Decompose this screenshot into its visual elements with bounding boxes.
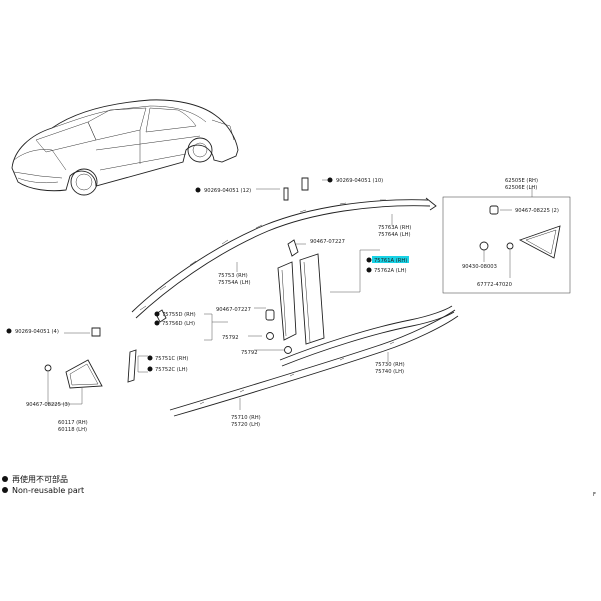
lower-moulding [169, 309, 459, 417]
roof-clips [91, 177, 309, 383]
non-reusable-marker [147, 366, 153, 372]
non-reusable-marker [195, 187, 201, 193]
label-mold-756d: 75756D (LH) [162, 321, 195, 327]
non-reusable-marker [327, 177, 333, 183]
legend-marker [2, 487, 8, 493]
label-792-a: 75792 [222, 335, 239, 341]
label-clip-top-left: 90269-04051 (12) [204, 188, 251, 194]
label-mold-763a: 75763A (RH) [378, 225, 411, 231]
non-reusable-marker [154, 320, 160, 326]
roof-moulding [131, 197, 437, 319]
highlight-mold-761a [372, 256, 409, 263]
label-cover-62505e: 62505E (RH) [505, 178, 538, 184]
side-moulding [279, 305, 455, 367]
legend: 再使用不可部品 Non-reusable part [2, 474, 84, 495]
label-mold-751c: 75751C (RH) [155, 356, 188, 362]
non-reusable-marker [6, 328, 12, 334]
label-mold-720: 75720 (LH) [231, 422, 260, 428]
label-792-b: 75792 [241, 350, 258, 356]
legend-jp: 再使用不可部品 [12, 474, 68, 484]
callout-labels: 90269-04051 (12) 90269-04051 (10) 62505E… [6, 177, 559, 433]
label-clip-top-mid: 90269-04051 (10) [336, 178, 383, 184]
label-screw-a: 90467-07227 [310, 239, 345, 245]
label-mold-755d: 75755D (RH) [162, 312, 196, 318]
label-mold-740: 75740 (LH) [375, 369, 404, 375]
label-nut: 90430-08003 [462, 264, 497, 270]
non-reusable-marker [147, 355, 153, 361]
label-mold-761a: 75761A (RH) [374, 258, 407, 264]
leader-lines [47, 179, 533, 410]
label-mold-754a: 75754A (LH) [218, 280, 251, 286]
label-cover-62506e: 62506E (LH) [505, 185, 537, 191]
label-mold-730: 75730 (RH) [375, 362, 405, 368]
rear-cover-detail [442, 196, 571, 294]
legend-en: Non-reusable part [12, 486, 84, 495]
label-mold-762a: 75762A (LH) [374, 268, 407, 274]
label-screw-c: 90467-08225 (2) [515, 208, 559, 214]
label-mold-710: 75710 (RH) [231, 415, 261, 421]
label-screw-b: 90467-07227 [216, 307, 251, 313]
non-reusable-marker [366, 257, 372, 263]
non-reusable-marker [366, 267, 372, 273]
pillar-garnishes [265, 239, 325, 354]
label-grommet: 67772-47020 [477, 282, 512, 288]
label-mold-752c: 75752C (LH) [155, 367, 188, 373]
label-cover-60117: 60117 (RH) [58, 420, 88, 426]
label-mold-764a: 75764A (LH) [378, 232, 411, 238]
corner-mark: F [593, 492, 596, 498]
label-mold-753: 75753 (RH) [218, 273, 248, 279]
label-cover-60118: 60118 (LH) [58, 427, 87, 433]
car-illustration [11, 99, 239, 196]
front-triangle-cover [44, 359, 103, 389]
legend-marker [2, 476, 8, 482]
label-clip-left: 90269-04051 (4) [15, 329, 59, 335]
non-reusable-marker [154, 311, 160, 317]
label-screw-d: 90467-08225 (3) [26, 402, 70, 408]
